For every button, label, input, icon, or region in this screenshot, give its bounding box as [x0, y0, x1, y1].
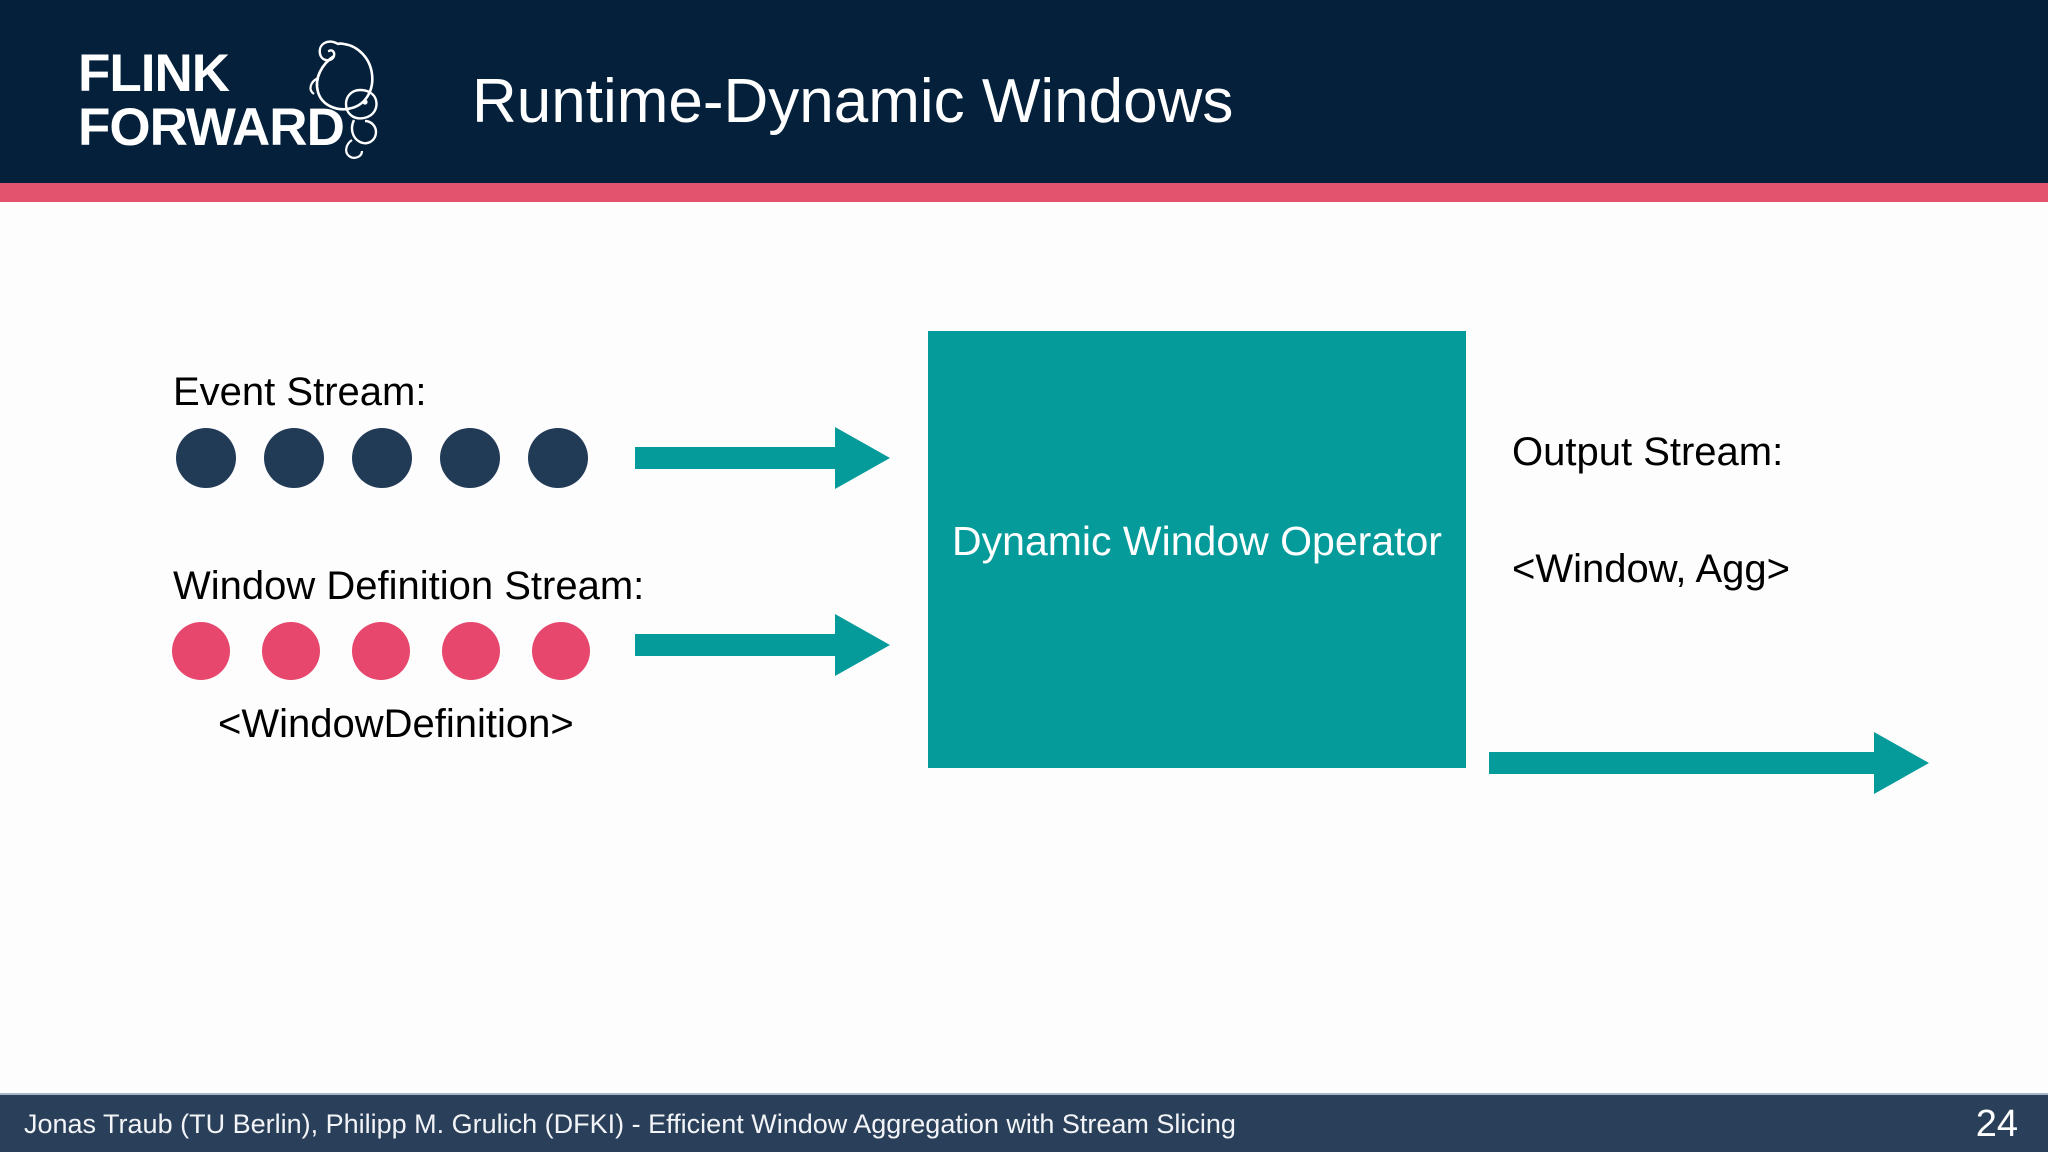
window-definition-stream-label: Window Definition Stream:	[173, 564, 645, 608]
flink-forward-logo: FLINK FORWARD	[60, 18, 380, 168]
page-title: Runtime-Dynamic Windows	[472, 67, 1234, 136]
squirrel-icon	[308, 28, 388, 168]
event-dot	[440, 428, 500, 488]
output-stream-label: Output Stream:	[1512, 430, 1784, 474]
window-definition-dot	[532, 622, 590, 680]
logo-line-flink: FLINK	[78, 44, 230, 103]
slide-footer: Jonas Traub (TU Berlin), Philipp M. Grul…	[0, 1093, 2048, 1152]
event-dot	[176, 428, 236, 488]
header-accent-stripe	[0, 183, 2048, 202]
page-number: 24	[1975, 1103, 2018, 1145]
window-definition-dot	[352, 622, 410, 680]
event-stream-dots	[176, 428, 616, 488]
dynamic-window-operator-box: Dynamic Window Operator	[928, 331, 1466, 768]
event-dot	[352, 428, 412, 488]
output-stream-arrow	[1489, 730, 1929, 801]
window-definition-dot	[442, 622, 500, 680]
slide-header: FLINK FORWARD Runtime-Dynamic Windows	[0, 0, 2048, 183]
event-dot	[264, 428, 324, 488]
event-stream-label: Event Stream:	[173, 370, 427, 414]
operator-label: Dynamic Window Operator	[952, 518, 1442, 564]
diagram-canvas: Event Stream: Window Definition Stream: …	[0, 202, 2048, 1093]
event-dot	[528, 428, 588, 488]
output-type-label: <Window, Agg>	[1512, 547, 1790, 591]
window-definition-stream-dots	[172, 622, 622, 680]
event-stream-arrow	[635, 425, 890, 496]
window-definition-type-label: <WindowDefinition>	[218, 702, 574, 746]
footer-citation: Jonas Traub (TU Berlin), Philipp M. Grul…	[24, 1109, 1236, 1139]
logo-line-forward: FORWARD	[78, 98, 345, 157]
window-definition-dot	[172, 622, 230, 680]
window-definition-dot	[262, 622, 320, 680]
window-definition-stream-arrow	[635, 612, 890, 683]
logo-wordmark: FLINK FORWARD	[78, 46, 348, 156]
